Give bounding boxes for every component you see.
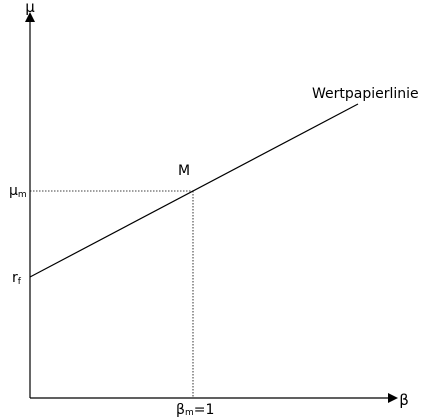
x-axis-label: β	[399, 391, 409, 409]
beta-m-suffix: =1	[194, 402, 215, 418]
y-axis-label: μ	[25, 0, 35, 16]
r-f-label: rf	[12, 270, 22, 287]
market-point-label: M	[178, 163, 190, 179]
r-f-base: r	[12, 270, 18, 286]
mu-m-base: μ	[9, 183, 18, 199]
r-f-sub: f	[18, 277, 22, 287]
line-label: Wertpapierlinie	[312, 86, 419, 102]
beta-m-label: βm=1	[176, 402, 214, 418]
beta-m-sub: m	[185, 408, 194, 418]
beta-m-base: β	[176, 402, 185, 418]
security-market-line	[29, 103, 359, 278]
mu-m-label: μm	[9, 183, 27, 200]
mu-m-sub: m	[18, 190, 27, 200]
